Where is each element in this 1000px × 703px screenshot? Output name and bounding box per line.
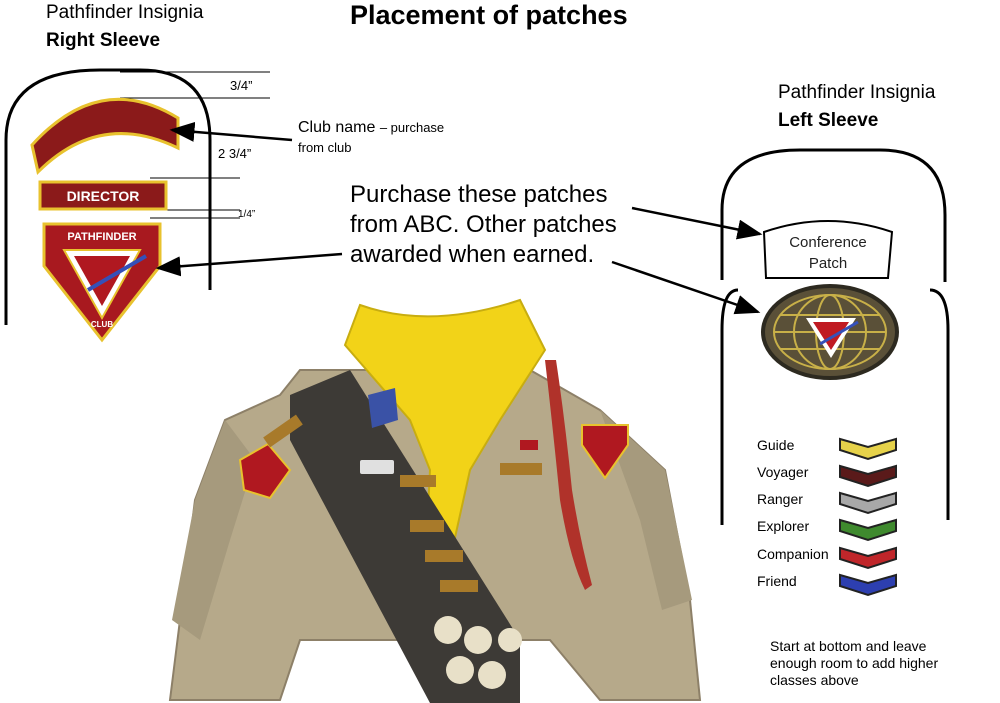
chevron-friend [839,573,897,597]
chevron-companion [839,546,897,570]
class-label-ranger: Ranger [757,491,803,507]
chevron-guide [839,437,897,461]
chevron-explorer [839,518,897,542]
left-sleeve-outline [720,288,739,525]
svg-text:Patch: Patch [809,255,847,272]
measurement-bottom: 1/4” [238,209,256,220]
conference-patch-outline [762,220,894,279]
club-name-note-line2: from club [298,140,352,155]
world-emblem-patch [761,284,899,380]
club-name-text: Club name [298,119,376,136]
right-sleeve-subtitle: Right Sleeve [46,30,161,51]
club-arrow [169,121,293,142]
class-label-explorer: Explorer [757,518,810,534]
left-sleeve-top-outline [720,148,947,282]
left-sleeve-outline-right [929,288,950,520]
shield-arrow [155,252,343,277]
svg-text:PATHFINDER: PATHFINDER [67,231,136,243]
red-lanyard [545,360,592,590]
svg-text:Conference: Conference [789,234,867,251]
world-arrow [611,260,761,315]
svg-text:CLUB: CLUB [91,320,113,329]
pathfinder-shield-patch: PATHFINDER CLUB [42,222,162,343]
sash [290,370,520,703]
purchase-note: Purchase these patches from ABC. Other p… [350,181,617,268]
chevron-voyager [839,464,897,488]
class-chevrons [839,437,897,597]
class-label-voyager: Voyager [757,464,809,480]
club-name-note: – purchase [379,120,445,135]
measurement-top: 3/4” [230,78,253,93]
class-label-companion: Companion [757,546,829,562]
club-rocker-patch [30,97,180,175]
class-label-friend: Friend [757,573,797,589]
measurement-middle: 2 3/4” [218,146,252,161]
director-patch [38,180,168,211]
right-sleeve-title: Pathfinder Insignia [46,2,204,23]
bottom-note: Start at bottom and leave enough room to… [770,638,939,688]
conference-arrow [631,206,763,240]
uniform-illustration [168,298,702,703]
class-label-guide: Guide [757,437,795,453]
page-title: Placement of patches [350,0,628,30]
right-sleeve-outline [4,68,212,325]
chevron-ranger [839,491,897,515]
director-patch-text: DIRECTOR [67,188,140,204]
club-name-label: Club name – purchase [298,118,444,138]
left-sleeve-title: Pathfinder Insignia [778,82,936,103]
left-sleeve-subtitle: Left Sleeve [778,110,879,131]
